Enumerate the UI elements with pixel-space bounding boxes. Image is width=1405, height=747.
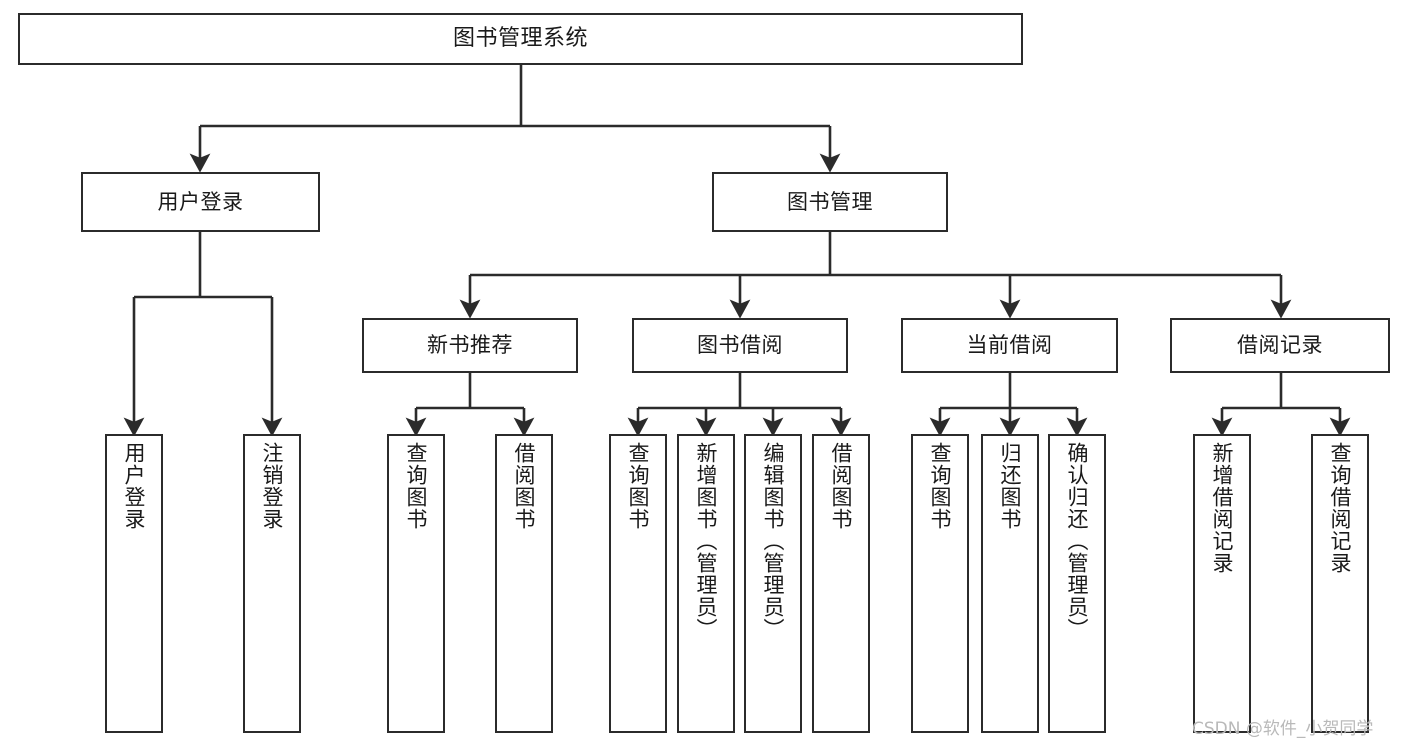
node-label: 图书管理系统 xyxy=(452,26,588,52)
node-label: 查询图书 xyxy=(928,442,953,530)
node-label: 图书借阅 xyxy=(697,333,783,358)
node-label: 借阅图书 xyxy=(829,442,854,530)
leaf-borrow-record-add[interactable]: 新增借阅记录 xyxy=(1193,434,1251,733)
node-label: 新增图书（管理员） xyxy=(694,442,719,640)
node-label: 编辑图书（管理员） xyxy=(761,442,786,640)
node-label: 借阅记录 xyxy=(1237,333,1323,358)
node-book-borrow[interactable]: 图书借阅 xyxy=(632,318,848,373)
node-label: 新书推荐 xyxy=(427,333,513,358)
node-label: 归还图书 xyxy=(998,442,1023,530)
node-current-borrow[interactable]: 当前借阅 xyxy=(901,318,1118,373)
leaf-book-borrow-query[interactable]: 查询图书 xyxy=(609,434,667,733)
node-user-login[interactable]: 用户登录 xyxy=(81,172,320,232)
node-book-management[interactable]: 图书管理 xyxy=(712,172,948,232)
leaf-new-book-borrow[interactable]: 借阅图书 xyxy=(495,434,553,733)
leaf-current-borrow-query[interactable]: 查询图书 xyxy=(911,434,969,733)
leaf-user-login-logout[interactable]: 注销登录 xyxy=(243,434,301,733)
leaf-new-book-query[interactable]: 查询图书 xyxy=(387,434,445,733)
node-borrow-record[interactable]: 借阅记录 xyxy=(1170,318,1390,373)
node-label: 注销登录 xyxy=(260,442,285,530)
node-label: 借阅图书 xyxy=(512,442,537,530)
node-new-book-recommend[interactable]: 新书推荐 xyxy=(362,318,578,373)
leaf-user-login-login[interactable]: 用户登录 xyxy=(105,434,163,733)
node-label: 查询图书 xyxy=(626,442,651,530)
node-root-system[interactable]: 图书管理系统 xyxy=(18,13,1023,65)
leaf-current-borrow-return[interactable]: 归还图书 xyxy=(981,434,1039,733)
csdn-watermark: CSDN @软件_小贺同学 xyxy=(1192,719,1374,739)
node-label: 图书管理 xyxy=(787,189,873,214)
leaf-book-borrow-add-admin[interactable]: 新增图书（管理员） xyxy=(677,434,735,733)
node-label: 用户登录 xyxy=(122,442,147,530)
node-label: 确认归还（管理员） xyxy=(1065,442,1090,640)
leaf-current-borrow-confirm-admin[interactable]: 确认归还（管理员） xyxy=(1048,434,1106,733)
leaf-book-borrow-edit-admin[interactable]: 编辑图书（管理员） xyxy=(744,434,802,733)
node-label: 查询图书 xyxy=(404,442,429,530)
node-label: 查询借阅记录 xyxy=(1328,442,1353,574)
leaf-book-borrow-borrow[interactable]: 借阅图书 xyxy=(812,434,870,733)
node-label: 用户登录 xyxy=(157,189,244,214)
node-label: 当前借阅 xyxy=(966,333,1053,358)
leaf-borrow-record-query[interactable]: 查询借阅记录 xyxy=(1311,434,1369,733)
node-label: 新增借阅记录 xyxy=(1210,442,1235,574)
